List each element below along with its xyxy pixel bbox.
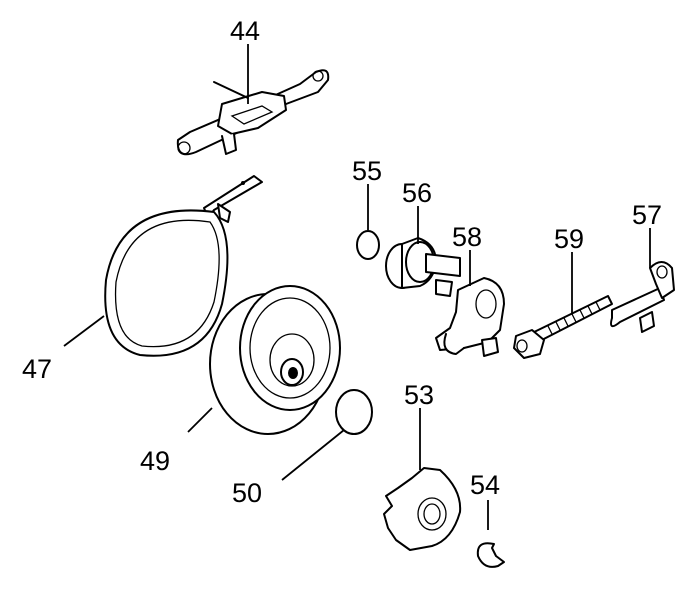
washer-part [335,389,373,435]
part-label-59: 59 [554,224,584,254]
oil-pump-drive-gear-part [383,467,462,551]
tensioner-block-part [435,277,505,357]
tensioner-screw-part [513,295,613,359]
adjuster-gear-part [385,237,461,297]
e-clip-part [476,542,505,568]
leader-line-49 [187,407,213,433]
part-label-49: 49 [140,446,170,476]
part-label-47: 47 [22,354,52,384]
leader-line-50 [281,429,345,481]
part-label-54: 54 [470,470,500,500]
part-label-58: 58 [452,222,482,252]
brake-band-part [104,175,263,357]
leader-line-47 [63,315,105,347]
o-ring-part [356,230,380,260]
brake-lever-part [176,69,330,156]
clutch-drum-part [209,285,341,435]
part-label-50: 50 [232,478,262,508]
part-label-53: 53 [404,380,434,410]
part-label-56: 56 [402,178,432,208]
part-label-57: 57 [632,200,662,230]
part-label-44: 44 [230,16,260,46]
part-label-55: 55 [352,156,382,186]
tensioner-pin-part [610,261,675,333]
